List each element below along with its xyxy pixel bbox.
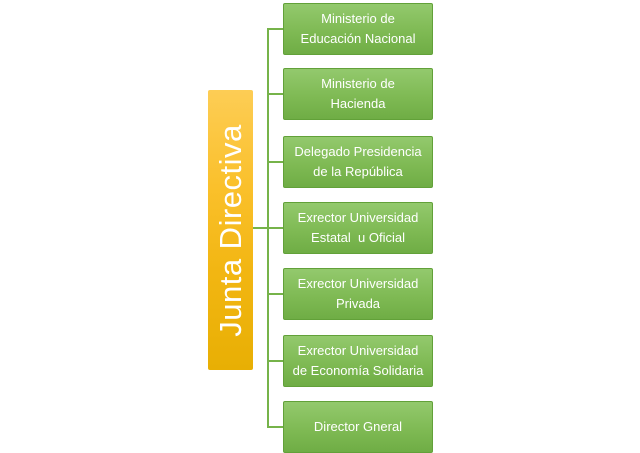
connector-branch-6	[267, 360, 283, 362]
node-exrector-economia-solidaria: Exrector Universidad de Economía Solidar…	[283, 335, 433, 387]
connector-root-link	[253, 227, 283, 229]
junta-directiva-box: Junta Directiva	[208, 90, 253, 370]
node-director-general-label: Director Gneral	[313, 418, 403, 434]
junta-directiva-label: Junta Directiva	[213, 123, 248, 337]
node-delegado-presidencia: Delegado Presidencia de la República	[283, 136, 433, 188]
connector-branch-2	[267, 93, 283, 95]
node-director-general: Director Gneral	[283, 401, 433, 453]
connector-branch-5	[267, 293, 283, 295]
node-exrector-estatal-oficial-label: Exrector Universidad Estatal u Oficial	[297, 209, 419, 245]
node-ministerio-educacion: Ministerio de Educación Nacional	[283, 3, 433, 55]
node-delegado-presidencia-label: Delegado Presidencia de la República	[294, 143, 422, 179]
node-ministerio-hacienda: Ministerio de Hacienda	[283, 68, 433, 120]
node-ministerio-hacienda-label: Ministerio de Hacienda	[321, 75, 395, 111]
connector-branch-1	[267, 28, 283, 30]
connector-branch-7	[267, 426, 283, 428]
node-exrector-privada: Exrector Universidad Privada	[283, 268, 433, 320]
node-exrector-privada-label: Exrector Universidad Privada	[297, 275, 419, 311]
node-ministerio-educacion-label: Ministerio de Educación Nacional	[300, 10, 416, 46]
connector-branch-3	[267, 161, 283, 163]
node-exrector-estatal-oficial: Exrector Universidad Estatal u Oficial	[283, 202, 433, 254]
node-exrector-economia-solidaria-label: Exrector Universidad de Economía Solidar…	[292, 342, 424, 378]
